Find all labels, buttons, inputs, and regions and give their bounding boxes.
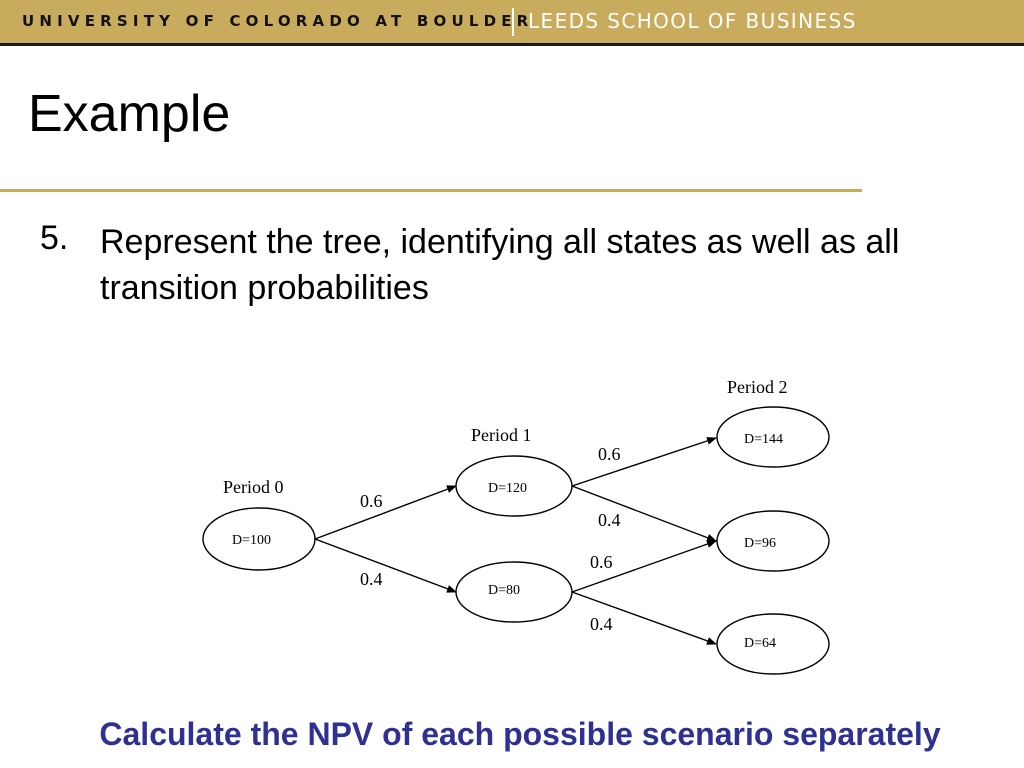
prob-down-to-mid: 0.6 [590, 552, 613, 572]
period-2-label: Period 2 [727, 377, 788, 397]
node-period-1-down: D=80 [455, 561, 573, 623]
node-period-2-mid: D=96 [716, 510, 830, 572]
node-p2-up-label: D=144 [744, 432, 783, 447]
prob-up-to-up: 0.6 [598, 444, 621, 464]
header-university: UNIVERSITY OF COLORADO AT BOULDER [22, 12, 534, 30]
node-p1-down-label: D=80 [488, 583, 520, 598]
footer-note: Calculate the NPV of each possible scena… [99, 716, 941, 752]
title-divider [0, 189, 862, 192]
edge-down-to-mid [571, 540, 717, 593]
period-0-label: Period 0 [223, 477, 284, 497]
edge-up-to-up [571, 437, 717, 487]
period-1-label: Period 1 [471, 425, 532, 445]
prob-up-to-mid: 0.4 [598, 510, 621, 530]
prob-p0-to-down: 0.4 [360, 569, 383, 589]
edge-down-to-down [571, 591, 717, 645]
slide-title: Example [28, 85, 231, 143]
node-p2-mid-label: D=96 [744, 536, 776, 551]
node-period-1-up: D=120 [455, 455, 573, 517]
node-p2-down-label: D=64 [744, 636, 776, 651]
header-bar: UNIVERSITY OF COLORADO AT BOULDER LEEDS … [0, 0, 1024, 46]
node-period-2-down: D=64 [716, 613, 830, 675]
node-p0-label: D=100 [232, 533, 271, 548]
node-p1-up-label: D=120 [488, 481, 527, 496]
edge-p0-to-up [314, 485, 457, 540]
header-separator [512, 8, 514, 36]
header-school: LEEDS SCHOOL OF BUSINESS [528, 9, 857, 33]
node-period-0: D=100 [202, 507, 316, 571]
prob-down-to-down: 0.4 [590, 614, 613, 634]
bullet-text: Represent the tree, identifying all stat… [100, 223, 900, 307]
prob-p0-to-up: 0.6 [360, 491, 383, 511]
edge-up-to-mid [571, 485, 717, 542]
node-period-2-up: D=144 [716, 406, 830, 468]
bullet-number: 5. [40, 219, 69, 257]
edge-p0-to-down [314, 538, 457, 593]
